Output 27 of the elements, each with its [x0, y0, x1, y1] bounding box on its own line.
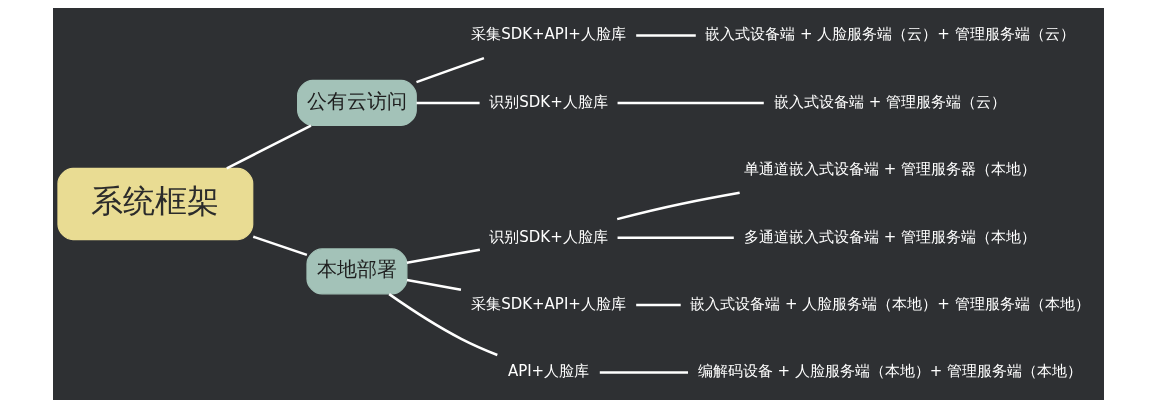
node-text: 单通道嵌入式设备端 + 管理服务器（本地） [743, 160, 1036, 179]
connector [635, 303, 681, 307]
node-text: 多通道嵌入式设备端 + 管理服务端（本地） [743, 227, 1036, 246]
connector [617, 236, 734, 239]
connector [415, 56, 484, 84]
node-box: 本地部署 [305, 248, 407, 295]
connector [599, 371, 688, 374]
node-box: 系统框架 [56, 167, 253, 241]
connector [406, 248, 480, 264]
node-box: 公有云访问 [296, 79, 417, 126]
connector [225, 124, 312, 170]
connector [406, 278, 461, 291]
node-text: 编解码设备 + 人脸服务端（本地）+ 管理服务端（本地） [697, 362, 1082, 381]
connector [617, 101, 764, 105]
node-text: 采集SDK+API+人脸库 [470, 294, 626, 313]
connector [415, 101, 480, 105]
node-text: 采集SDK+API+人脸库 [470, 25, 626, 44]
connector [635, 34, 696, 37]
node-text: API+人脸库 [507, 362, 589, 381]
node-text: 识别SDK+人脸库 [488, 227, 608, 246]
connector [387, 293, 498, 357]
connector [252, 235, 307, 257]
node-text: 嵌入式设备端 + 管理服务端（云） [773, 92, 1006, 111]
node-text: 嵌入式设备端 + 人脸服务端（本地）+ 管理服务端（本地） [689, 294, 1090, 313]
node-text: 识别SDK+人脸库 [488, 92, 608, 111]
node-text: 嵌入式设备端 + 人脸服务端（云）+ 管理服务端（云） [704, 25, 1075, 44]
connector [616, 191, 740, 221]
